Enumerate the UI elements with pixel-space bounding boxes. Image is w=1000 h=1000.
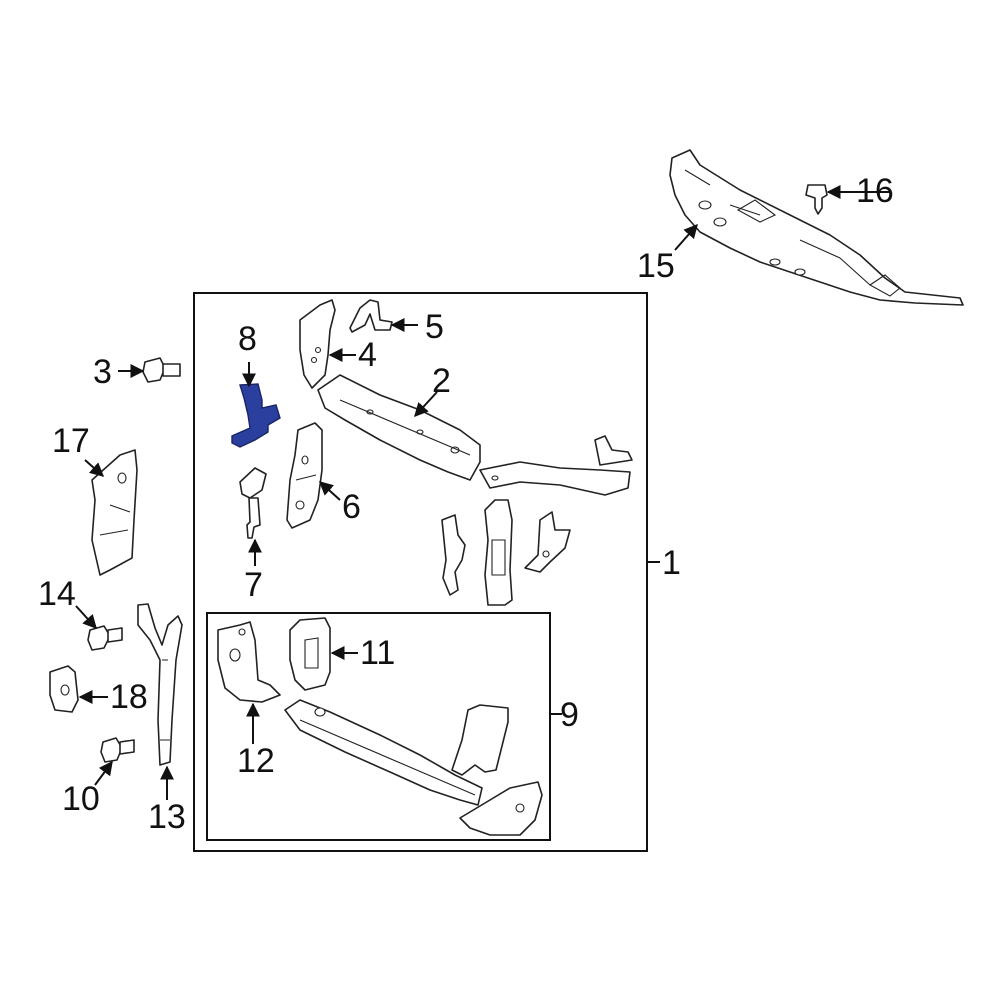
callout-14[interactable]: 14 xyxy=(38,575,76,613)
part-3-bolt[interactable] xyxy=(142,357,181,383)
part-11-bracket[interactable] xyxy=(289,617,331,691)
callout-2[interactable]: 2 xyxy=(432,362,451,400)
part-16-clip[interactable] xyxy=(805,184,828,215)
callout-1[interactable]: 1 xyxy=(662,544,681,582)
callout-12[interactable]: 12 xyxy=(237,742,275,780)
part-4-bracket[interactable] xyxy=(299,299,336,389)
lower-bracket-upright[interactable] xyxy=(451,704,509,776)
part-17-bracket[interactable] xyxy=(91,449,138,576)
callout-15[interactable]: 15 xyxy=(637,247,675,285)
inner-bracket-right[interactable] xyxy=(524,511,571,573)
callout-3[interactable]: 3 xyxy=(93,353,112,391)
leader-lines xyxy=(75,185,890,800)
callout-9[interactable]: 9 xyxy=(560,696,579,734)
part-8-bracket-highlighted[interactable] xyxy=(231,383,281,448)
part-8-shape xyxy=(231,383,281,448)
part-2-upper-tie-bar[interactable] xyxy=(317,374,633,496)
callout-16[interactable]: 16 xyxy=(856,172,894,210)
callout-13[interactable]: 13 xyxy=(148,798,186,836)
part-12-bracket[interactable] xyxy=(217,621,281,703)
part-14-bolt[interactable] xyxy=(87,625,123,651)
part-7-sensor[interactable] xyxy=(239,467,267,539)
callout-10[interactable]: 10 xyxy=(62,780,100,818)
lower-tie-bar[interactable] xyxy=(284,699,483,806)
inner-bracket-center[interactable] xyxy=(484,499,513,606)
part-13-support-bar[interactable] xyxy=(137,603,183,766)
part-6-bracket[interactable] xyxy=(286,422,323,529)
callout-7[interactable]: 7 xyxy=(244,566,263,604)
callout-4[interactable]: 4 xyxy=(358,336,377,374)
inner-bracket-left[interactable] xyxy=(441,514,466,596)
callout-8[interactable]: 8 xyxy=(238,320,257,358)
part-18-clip[interactable] xyxy=(49,665,79,713)
part-10-bolt[interactable] xyxy=(100,737,135,763)
part-15-support-cover[interactable] xyxy=(669,149,964,306)
callout-6[interactable]: 6 xyxy=(342,488,361,526)
callout-17[interactable]: 17 xyxy=(52,422,90,460)
callout-labels: 1 2 3 4 5 6 7 8 9 10 11 12 13 14 15 16 1… xyxy=(38,172,894,836)
callout-11[interactable]: 11 xyxy=(360,634,395,672)
callout-5[interactable]: 5 xyxy=(425,308,444,346)
callout-18[interactable]: 18 xyxy=(110,678,148,716)
lower-bracket-right[interactable] xyxy=(459,781,543,836)
